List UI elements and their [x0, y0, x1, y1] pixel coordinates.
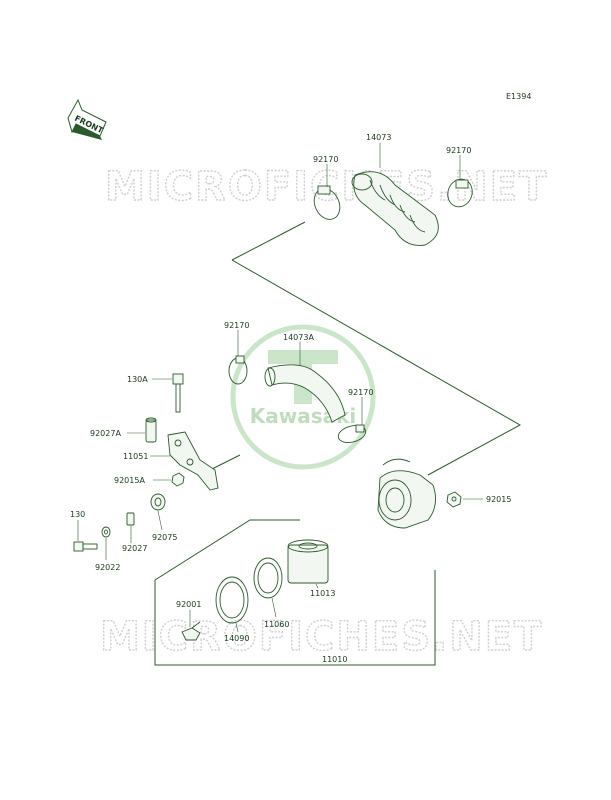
label-92001: 92001: [176, 600, 201, 609]
label-92075: 92075: [152, 533, 177, 542]
label-92170-mid: 92170: [224, 321, 249, 330]
bolt-130A: [172, 373, 184, 413]
label-92170-lower: 92170: [348, 388, 373, 397]
gasket-11060: [253, 557, 283, 599]
label-92015: 92015: [486, 495, 511, 504]
label-130: 130: [70, 510, 85, 519]
frame-line: [231, 221, 306, 261]
label-11060: 11060: [264, 620, 289, 629]
clamp-92170-mid: [228, 355, 248, 385]
clamp-92170-left: [313, 185, 341, 220]
leader: [157, 510, 163, 531]
bolt-130: [73, 541, 98, 552]
wingnut-92001: [181, 621, 201, 641]
label-92170-right: 92170: [446, 146, 471, 155]
label-14073A: 14073A: [283, 333, 314, 342]
clamp-92170-lower: [337, 424, 367, 443]
washer-92022: [101, 526, 111, 538]
duct-14073: [351, 171, 439, 246]
watermark-bottom: MICROFICHES.NET: [100, 614, 543, 660]
air-cleaner-housing: [377, 458, 437, 529]
label-92022: 92022: [95, 563, 120, 572]
label-11051: 11051: [123, 452, 148, 461]
elbow-14073A: [264, 364, 346, 423]
nut-92015A: [171, 472, 185, 487]
frame-line: [154, 519, 300, 581]
leader: [235, 622, 239, 633]
label-14073: 14073: [366, 133, 391, 142]
leader: [315, 583, 319, 589]
label-14090: 14090: [224, 634, 249, 643]
frame-line: [231, 259, 522, 476]
label-92170-left: 92170: [313, 155, 338, 164]
label-11013: 11013: [310, 589, 335, 598]
bracket-11051: [167, 431, 219, 491]
kawasaki-logo: Kawasaki: [230, 324, 376, 470]
label-92027: 92027: [122, 544, 147, 553]
grommet-92075: [150, 493, 166, 511]
label-11010: 11010: [322, 655, 347, 664]
filter-11013: [287, 539, 329, 584]
clamp-92170-right: [447, 178, 473, 208]
label-92015A: 92015A: [114, 476, 145, 485]
collar-92027A: [145, 417, 157, 443]
cap-14090: [215, 576, 249, 624]
front-arrow-icon: FRONT: [67, 98, 107, 140]
collar-92027: [126, 512, 135, 526]
nut-92015: [446, 491, 462, 508]
frame-line: [209, 454, 241, 471]
label-130A: 130A: [127, 375, 148, 384]
label-92027A: 92027A: [90, 429, 121, 438]
leader: [271, 597, 277, 618]
frame-line: [154, 570, 436, 666]
diagram-code: E1394: [506, 92, 531, 101]
